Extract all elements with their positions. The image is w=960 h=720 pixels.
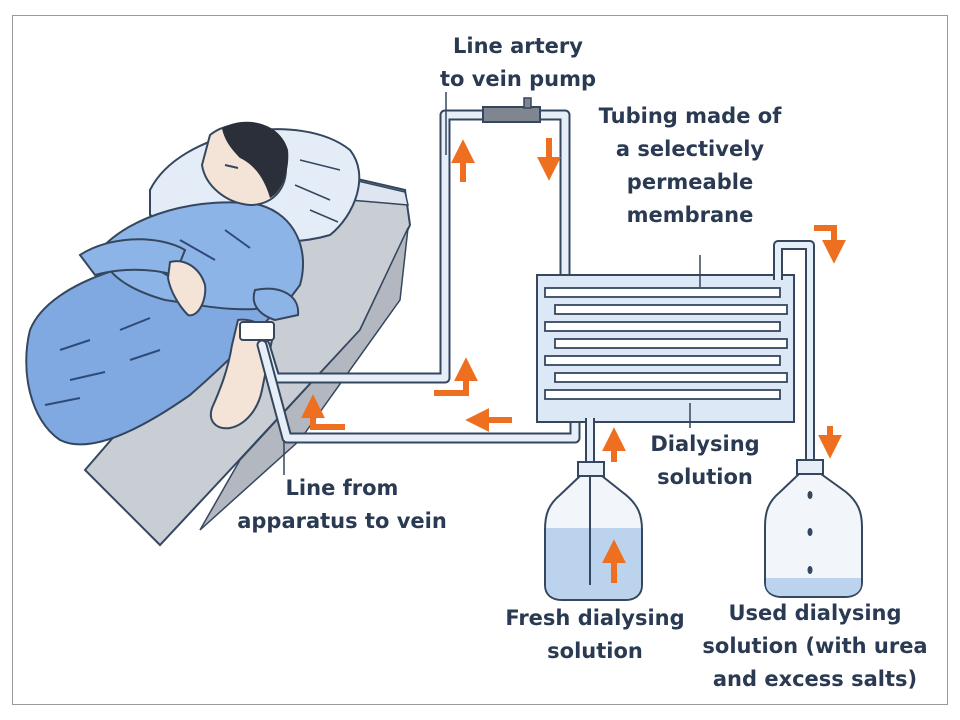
label-line: solution (with urea — [702, 634, 928, 658]
label-line: solution — [547, 639, 643, 663]
label-pump-line: Line artery to vein pump — [418, 30, 618, 96]
dialyser — [536, 255, 795, 428]
pump — [482, 97, 541, 123]
label-line: a selectively — [615, 137, 765, 161]
venous-line — [256, 339, 581, 444]
arrow-corner-to-vein — [301, 394, 345, 430]
fresh-solution-bottle — [544, 461, 643, 601]
label-line: permeable — [626, 170, 754, 194]
label-line: solution — [657, 465, 753, 489]
label-membrane-tubing: Tubing made of a selectively permeable m… — [580, 100, 800, 232]
label-line: Line artery — [453, 34, 583, 58]
label-line: apparatus to vein — [237, 509, 447, 533]
label-line: and excess salts) — [712, 667, 918, 691]
label-line: Dialysing — [650, 432, 760, 456]
leader-lines — [283, 92, 447, 475]
label-line: Used dialysing — [728, 601, 902, 625]
label-fresh-solution: Fresh dialysing solution — [485, 602, 705, 668]
drops — [807, 491, 813, 574]
label-line: Fresh dialysing — [505, 606, 685, 630]
label-line: membrane — [626, 203, 754, 227]
flow-arrows — [301, 138, 846, 583]
label-used-solution: Used dialysing solution (with urea and e… — [690, 597, 940, 696]
arrow-up-corner — [434, 357, 478, 396]
label-line: Tubing made of — [598, 104, 782, 128]
patient — [25, 121, 305, 446]
arrow-corner-used-out — [814, 225, 846, 264]
cannula-tape — [239, 321, 275, 341]
label-line: Line from — [285, 476, 399, 500]
diagram-frame — [12, 15, 948, 705]
label-line: to vein pump — [439, 67, 597, 91]
label-dialysing-solution: Dialysing solution — [620, 428, 790, 494]
used-solution-bottle — [764, 459, 863, 598]
label-line-to-vein: Line from apparatus to vein — [222, 472, 462, 538]
